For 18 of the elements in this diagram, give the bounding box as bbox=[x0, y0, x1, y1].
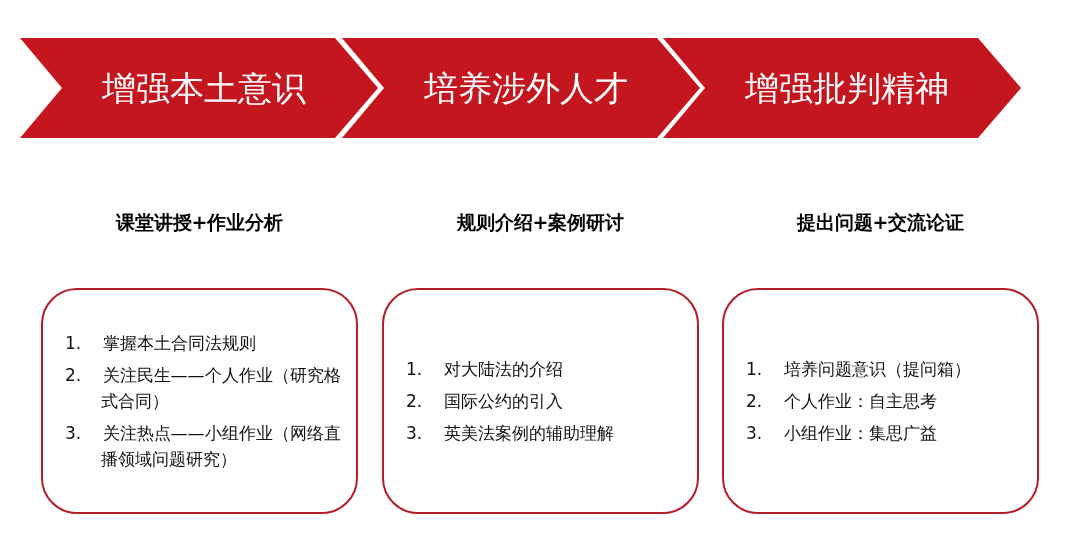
banner-title: 培养涉外人才 bbox=[423, 66, 628, 110]
list-item: 3. 英美法案例的辅助理解 bbox=[406, 422, 615, 445]
column-heading: 提出问题+交流论证 bbox=[795, 210, 966, 235]
list-item: 1. 培养问题意识（提问箱） bbox=[746, 358, 972, 381]
banner-title: 增强批判精神 bbox=[744, 66, 949, 110]
rounded-card bbox=[41, 288, 358, 514]
list-item: 2. 国际公约的引入 bbox=[406, 390, 564, 413]
rounded-card bbox=[722, 288, 1039, 514]
list-item: 3. 小组作业：集思广益 bbox=[746, 422, 938, 445]
list-item: 1. 对大陆法的介绍 bbox=[406, 358, 564, 381]
list-item: 2. 个人作业：自主思考 bbox=[746, 390, 938, 413]
rounded-card bbox=[382, 288, 699, 514]
list-item: 3. 关注热点——小组作业（网络直播领域问题研究） bbox=[65, 422, 342, 471]
column-heading: 规则介绍+案例研讨 bbox=[455, 210, 626, 235]
list-item: 2. 关注民生——个人作业（研究格式合同） bbox=[65, 364, 342, 413]
list-item: 1. 掌握本土合同法规则 bbox=[65, 332, 257, 355]
column-heading: 课堂讲授+作业分析 bbox=[114, 210, 285, 235]
banner-title: 增强本土意识 bbox=[101, 66, 306, 110]
